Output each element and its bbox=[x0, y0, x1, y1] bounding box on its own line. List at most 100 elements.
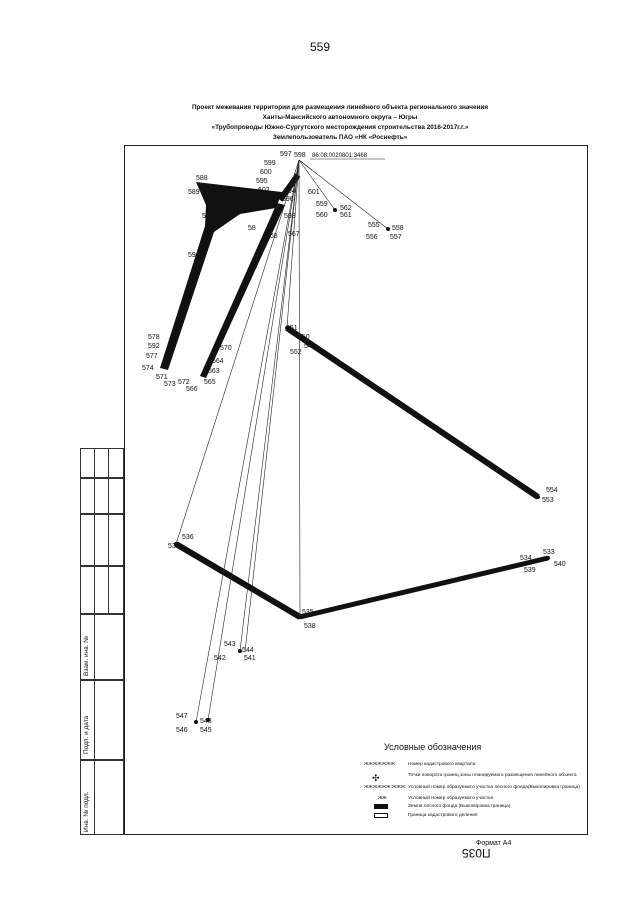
point-label: 594 bbox=[284, 188, 296, 195]
point-label: 578 bbox=[148, 334, 160, 341]
point-label: 573 bbox=[164, 381, 176, 388]
legend-row: ЖЖ Условный номер образуемого участка bbox=[364, 796, 493, 801]
point-label: 549 bbox=[304, 343, 316, 350]
point-label: 552 bbox=[290, 349, 302, 356]
point-label: 58 bbox=[248, 225, 256, 232]
legend-text: Номер кадастрового квартала bbox=[408, 762, 476, 767]
point-label: 589 bbox=[188, 189, 200, 196]
forest-band-secondary bbox=[200, 203, 285, 378]
point-label: 600 bbox=[260, 169, 272, 176]
legend-text: Граница кадастрового деления bbox=[408, 813, 478, 818]
point-label: 574 bbox=[142, 365, 154, 372]
point-label: 570 bbox=[220, 345, 232, 352]
point-label: 595 bbox=[256, 178, 268, 185]
point-label: 537 bbox=[168, 543, 180, 550]
point-label: 560 bbox=[316, 212, 328, 219]
point-label: 602 bbox=[258, 187, 270, 194]
forest-fund-swatch bbox=[374, 804, 388, 809]
legend-symbol: ЖЖЖЖЖЖЖ bbox=[364, 762, 396, 767]
stamp-divider bbox=[108, 448, 109, 614]
point-label: 540 bbox=[554, 561, 566, 568]
turn-point-icon: ✣ bbox=[372, 773, 380, 783]
point-label: 568 bbox=[266, 233, 278, 240]
point-label: 590 bbox=[202, 213, 214, 220]
handwritten-mark: П035 bbox=[462, 846, 491, 860]
boundary-line bbox=[285, 325, 540, 500]
stamp-row bbox=[80, 478, 124, 514]
point-label: 593 bbox=[284, 213, 296, 220]
point-label: 559 bbox=[316, 201, 328, 208]
point-label: 567 bbox=[288, 231, 300, 238]
point-label: 561 bbox=[340, 212, 352, 219]
boundary-line bbox=[277, 173, 301, 202]
point-label: 547 bbox=[176, 713, 188, 720]
point-label: 542 bbox=[214, 655, 226, 662]
point-label: 555 bbox=[368, 222, 380, 229]
legend-text: Точки поворота границ зоны планируемого … bbox=[408, 773, 577, 778]
point-label: 557 bbox=[390, 234, 402, 241]
point-label: 588 bbox=[196, 175, 208, 182]
point-label: 548 bbox=[200, 718, 212, 725]
point-label: 553 bbox=[542, 497, 554, 504]
point-label: 592 bbox=[148, 343, 160, 350]
cadastral-number: 86:08:0020801:3468 bbox=[312, 153, 368, 159]
legend-text: Условный номер образуемого участка bbox=[408, 796, 494, 801]
point-label: 543 bbox=[224, 641, 236, 648]
connector-lines bbox=[175, 159, 389, 723]
forest-band-main bbox=[160, 182, 282, 370]
stamp-row bbox=[80, 680, 124, 760]
point-label: 536 bbox=[182, 534, 194, 541]
point-label: 558 bbox=[392, 225, 404, 232]
legend-symbol: ЖЖЖЖЖЖ:ЖЖЖ bbox=[364, 785, 406, 790]
point-label: 541 bbox=[244, 655, 256, 662]
drawing-frame bbox=[124, 145, 588, 835]
point-label: 597 bbox=[280, 151, 292, 158]
stamp-divider bbox=[94, 448, 95, 835]
legend-title: Условные обозначения bbox=[384, 742, 482, 752]
point-label: 563 bbox=[208, 368, 220, 375]
boundary-line bbox=[299, 555, 549, 620]
point-label: 577 bbox=[146, 353, 158, 360]
point-label: 598 bbox=[294, 152, 306, 159]
point-label: 562 bbox=[340, 205, 352, 212]
stamp-row bbox=[80, 760, 124, 835]
point-label: 545 bbox=[200, 727, 212, 734]
point-label: 539 bbox=[524, 567, 536, 574]
boundary-line bbox=[174, 541, 302, 620]
point-label: 534 bbox=[520, 555, 532, 562]
title-line-4: Землепользователь ПАО «НК «Роснефть» bbox=[272, 134, 408, 141]
stamp-row bbox=[80, 448, 124, 478]
legend-text: Земли лесного фонда (Выкопировка граница… bbox=[408, 804, 511, 809]
point-markers bbox=[174, 208, 550, 724]
stamp-row bbox=[80, 514, 124, 566]
point-label: 544 bbox=[242, 647, 254, 654]
point-label: 564 bbox=[212, 358, 224, 365]
legend-row: ЖЖЖЖЖЖ:ЖЖЖ Условный номер образуемого уч… bbox=[364, 785, 580, 790]
title-line-2: Ханты-Мансийского автономного округа – Ю… bbox=[262, 114, 418, 121]
point-label: 566 bbox=[186, 386, 198, 393]
stamp-table: Взам. инв. № Подп. и дата Инв. № подл. bbox=[80, 448, 124, 835]
point-label: 533 bbox=[543, 549, 555, 556]
point-label: 572 bbox=[178, 379, 190, 386]
title-line-1: Проект межевания территории для размещен… bbox=[191, 104, 489, 111]
point-label: 556 bbox=[366, 234, 378, 241]
legend-symbol: ЖЖ bbox=[378, 796, 387, 801]
point-label: 551 bbox=[286, 325, 298, 332]
point-label: 546 bbox=[176, 727, 188, 734]
legend-row: ЖЖЖЖЖЖЖ Номер кадастрового квартала bbox=[364, 762, 475, 767]
point-label: 538 bbox=[304, 623, 316, 630]
title-line-3: «Трубопроводы Южно-Сургутского месторожд… bbox=[211, 124, 469, 131]
page-number: 559 bbox=[309, 40, 331, 54]
point-label: 599 bbox=[264, 160, 276, 167]
point-label: 565 bbox=[204, 379, 216, 386]
cadastral-boundary-swatch bbox=[374, 813, 388, 818]
point-label: 601 bbox=[308, 189, 320, 196]
stamp-row bbox=[80, 566, 124, 614]
point-label: 591 bbox=[188, 252, 200, 259]
point-label: 587 bbox=[240, 189, 252, 196]
point-label: 554 bbox=[546, 487, 558, 494]
format-label: Формат А4 bbox=[476, 840, 512, 847]
point-label: 571 bbox=[156, 374, 168, 381]
legend-text: Условный номер образуемого участка лесно… bbox=[408, 785, 580, 790]
